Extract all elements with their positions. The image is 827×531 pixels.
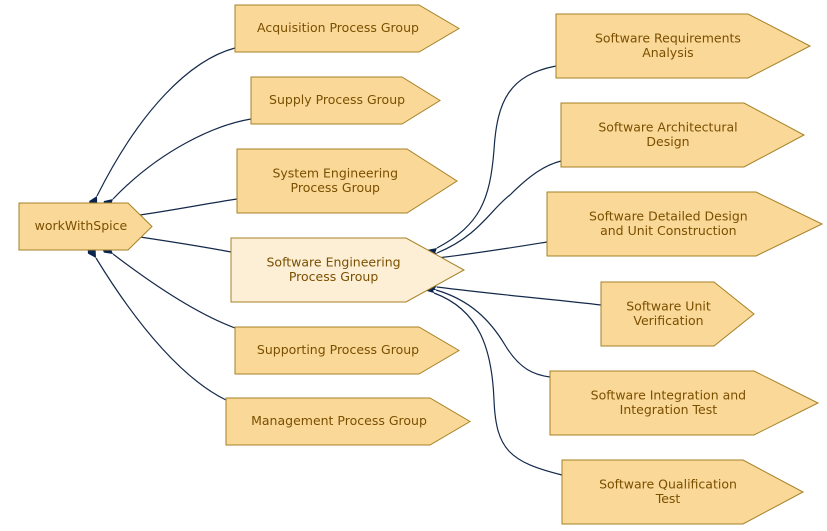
- node-sw-qualification-test-label: Software Qualification: [599, 476, 737, 491]
- node-supply-group-shape: [250, 76, 441, 125]
- node-sw-detailed-design-label: and Unit Construction: [600, 223, 737, 238]
- node-system-engineering-group-label: System Engineering: [272, 165, 398, 180]
- node-management-group-label: Management Process Group: [251, 413, 427, 428]
- node-acquisition-group-shape: [234, 4, 460, 53]
- edge-root-system-engineering: [139, 198, 238, 216]
- node-sw-integration-test-label: Software Integration and: [591, 387, 746, 402]
- node-sw-detailed-design-shape: [546, 191, 824, 257]
- node-sw-requirements-label: Analysis: [642, 45, 694, 60]
- node-acquisition-group[interactable]: Acquisition Process Group: [234, 4, 460, 53]
- edge-sweng-sw-integration-test: [435, 289, 551, 378]
- node-acquisition-group-label: Acquisition Process Group: [257, 20, 419, 35]
- node-system-engineering-group-shape: [236, 148, 458, 214]
- node-system-engineering-group-label: Process Group: [291, 180, 381, 195]
- node-supply-group-label: Supply Process Group: [269, 92, 405, 107]
- node-sw-architectural-label: Design: [646, 134, 689, 149]
- edge-root-supply: [112, 118, 252, 200]
- edge-sweng-sw-qualification-test: [433, 292, 563, 476]
- node-supporting-group[interactable]: Supporting Process Group: [234, 326, 460, 375]
- node-software-engineering-group-shape: [230, 237, 466, 303]
- edge-root-management: [95, 257, 227, 401]
- node-workwithspice-label: workWithSpice: [35, 218, 128, 233]
- node-sw-unit-verification-label: Verification: [633, 313, 703, 328]
- node-supporting-group-shape: [234, 326, 460, 375]
- node-sw-unit-verification-label: Software Unit: [626, 298, 711, 313]
- node-supply-group[interactable]: Supply Process Group: [250, 76, 441, 125]
- node-workwithspice-shape: [18, 202, 153, 251]
- node-supporting-group-label: Supporting Process Group: [257, 342, 419, 357]
- node-management-group-shape: [225, 397, 471, 446]
- node-management-group[interactable]: Management Process Group: [225, 397, 471, 446]
- node-sw-qualification-test-shape: [561, 459, 805, 525]
- node-sw-requirements-label: Software Requirements: [595, 30, 741, 45]
- edge-sweng-sw-architectural: [436, 160, 562, 254]
- edge-root-acquisition: [96, 47, 236, 197]
- node-sw-unit-verification-shape: [600, 281, 755, 347]
- node-sw-integration-test-shape: [549, 370, 820, 436]
- node-software-engineering-group-label: Process Group: [289, 269, 379, 284]
- edge-root-software-engineering: [139, 236, 232, 253]
- node-sw-integration-test-label: Integration Test: [620, 402, 718, 417]
- node-software-engineering-group-label: Software Engineering: [267, 254, 401, 269]
- node-sw-architectural-shape: [560, 102, 806, 168]
- edge-sweng-sw-requirements: [436, 65, 557, 249]
- node-sw-detailed-design-label: Software Detailed Design: [589, 208, 748, 223]
- edge-root-supporting: [112, 253, 236, 329]
- node-sw-qualification-test-label: Test: [655, 491, 681, 506]
- edge-sweng-sw-unit-verification: [436, 286, 602, 306]
- node-workwithspice[interactable]: workWithSpice: [18, 202, 153, 251]
- node-sw-architectural-label: Software Architectural: [598, 119, 737, 134]
- edge-sweng-sw-detailed-design: [436, 241, 548, 259]
- node-sw-requirements-shape: [555, 13, 812, 79]
